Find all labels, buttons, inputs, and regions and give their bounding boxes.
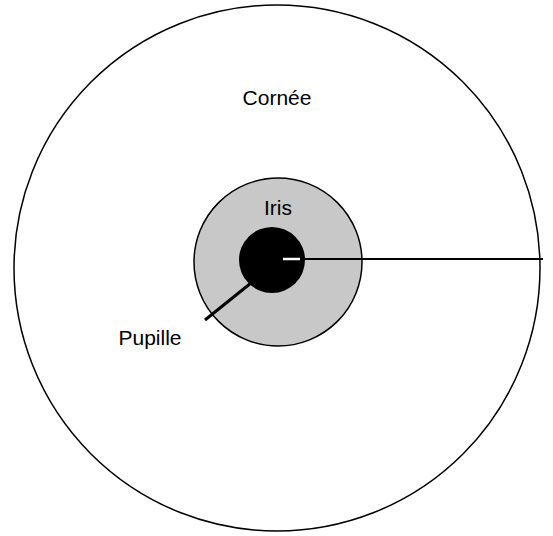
cornea-circle — [14, 5, 540, 531]
iris-circle — [194, 178, 362, 346]
radius-line — [300, 258, 543, 260]
cornea-label: Cornée — [243, 85, 312, 110]
pupil-label: Pupille — [118, 325, 181, 350]
leader-line — [205, 279, 256, 320]
radius-line-inner — [283, 258, 300, 261]
iris-label: Iris — [264, 195, 292, 220]
